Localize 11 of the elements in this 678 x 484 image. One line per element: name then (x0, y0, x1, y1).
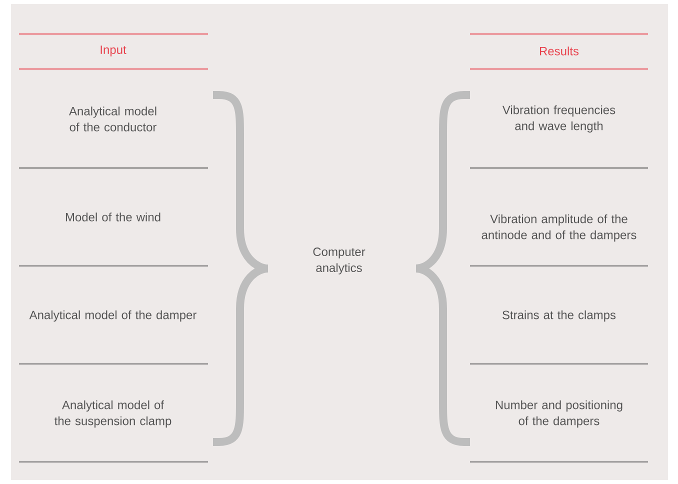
center-label: Computer analytics (313, 248, 366, 274)
list-item-text: Analytical model of the suspension clamp (54, 400, 172, 428)
list-item-text: Number and positioning of the dampers (496, 400, 622, 428)
list-item-text: Analytical model of the conductor (69, 106, 156, 132)
column-header: Input (100, 46, 126, 56)
column-header: Results (540, 46, 579, 56)
list-item-text: Vibration frequencies and wave length (502, 105, 616, 133)
list-item-text: Model of the wind (66, 212, 160, 222)
list-item-text: Analytical model of the damper (29, 310, 196, 322)
list-item-text: Vibration amplitude of the antinode and of the dampers (482, 214, 636, 242)
list-item-text: Strains at the clamps (502, 310, 616, 322)
